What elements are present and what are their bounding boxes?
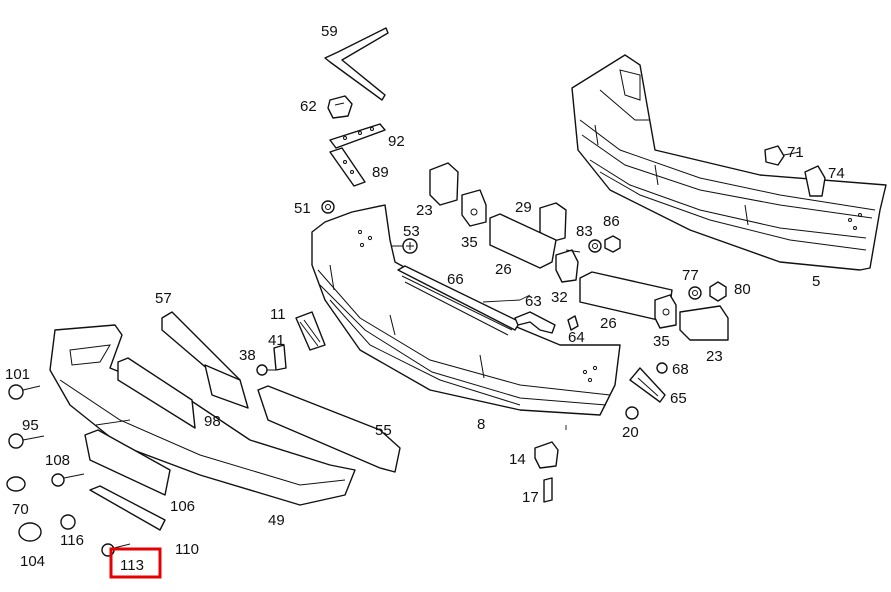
label-89: 89 — [372, 164, 389, 181]
impact-strip-part-57 — [161, 311, 249, 409]
bracket-part-63 — [514, 311, 556, 334]
label-110: 110 — [175, 541, 199, 558]
label-5: 5 — [812, 273, 820, 290]
bumper-cover-part-49 — [49, 324, 356, 506]
strip-part-89 — [329, 147, 366, 187]
label-95: 95 — [22, 417, 39, 434]
plug-part-70 — [6, 476, 26, 492]
label-55: 55 — [375, 422, 392, 439]
label-32: 32 — [551, 289, 568, 306]
label-59: 59 — [321, 23, 338, 40]
label-71: 71 — [787, 144, 804, 161]
label-23-top: 23 — [416, 202, 433, 219]
washer-part-68 — [656, 362, 668, 374]
label-26-top: 26 — [495, 261, 512, 278]
grille-insert-part-65 — [629, 367, 666, 403]
label-98: 98 — [204, 413, 221, 430]
bumper-block-part-23-top — [429, 162, 459, 206]
label-8: 8 — [477, 416, 485, 433]
leader-lines — [95, 294, 567, 430]
label-23-right: 23 — [706, 348, 723, 365]
label-26-right: 26 — [600, 315, 617, 332]
bracket-part-41 — [273, 344, 287, 371]
grille-part-11 — [295, 311, 326, 351]
label-51: 51 — [294, 200, 311, 217]
label-77: 77 — [682, 267, 699, 284]
license-plate-part-98 — [117, 357, 196, 429]
washer-part-83 — [588, 239, 602, 253]
label-74: 74 — [828, 165, 845, 182]
label-64: 64 — [568, 329, 585, 346]
bracket-part-32 — [555, 249, 581, 283]
label-70: 70 — [12, 501, 29, 518]
label-41: 41 — [268, 332, 285, 349]
label-11: 11 — [270, 306, 286, 323]
label-80: 80 — [734, 281, 751, 298]
label-17: 17 — [522, 489, 539, 506]
trim-part-106 — [84, 429, 171, 496]
label-62: 62 — [300, 98, 317, 115]
label-63: 63 — [525, 293, 542, 310]
part-labels: 59 62 92 89 51 23 35 29 83 86 53 26 32 6… — [5, 23, 845, 574]
clip-part-17 — [543, 477, 553, 503]
screw-part-101 — [8, 384, 41, 400]
screw-part-53 — [392, 238, 418, 254]
nut-part-51 — [321, 200, 335, 214]
bumper-block-part-23-right — [679, 305, 729, 341]
label-14: 14 — [509, 451, 526, 468]
label-92: 92 — [388, 133, 405, 150]
label-113: 113 — [120, 557, 144, 574]
label-83: 83 — [576, 223, 593, 240]
impact-strip-part-26-top — [489, 213, 557, 269]
plug-part-20 — [625, 406, 639, 420]
clip-part-62 — [327, 95, 353, 119]
label-68: 68 — [672, 361, 689, 378]
label-101: 101 — [5, 366, 30, 383]
clip-part-64 — [567, 315, 579, 331]
label-86: 86 — [603, 213, 620, 230]
rear-bumper-part-5 — [571, 54, 887, 271]
bracket-part-35-top — [461, 189, 487, 227]
impact-strip-part-55 — [257, 385, 401, 473]
bolt-part-71 — [764, 145, 801, 166]
label-106: 106 — [170, 498, 195, 515]
nut-part-86 — [604, 235, 621, 253]
screw-part-108 — [51, 473, 85, 487]
label-116: 116 — [60, 532, 84, 549]
label-38: 38 — [239, 347, 256, 364]
washer-part-77 — [688, 286, 702, 300]
label-35-top: 35 — [461, 234, 478, 251]
front-bumper-part-8 — [311, 204, 621, 416]
label-104: 104 — [20, 553, 45, 570]
bracket-part-92 — [329, 123, 386, 149]
nut-part-80 — [709, 281, 727, 302]
label-49: 49 — [268, 512, 285, 529]
label-35-right: 35 — [653, 333, 670, 350]
clip-part-104 — [18, 522, 42, 542]
label-108: 108 — [45, 452, 70, 469]
label-20: 20 — [622, 424, 639, 441]
label-57: 57 — [155, 290, 172, 307]
highlight-box-113 — [109, 547, 162, 579]
trim-strip-part-59 — [324, 27, 389, 101]
label-29: 29 — [515, 199, 532, 216]
bracket-part-35-right — [654, 294, 677, 329]
bolt-part-38 — [256, 364, 276, 376]
screw-part-95 — [8, 433, 45, 449]
strip-part-110 — [89, 485, 166, 531]
label-65: 65 — [670, 390, 687, 407]
label-66: 66 — [447, 271, 464, 288]
plug-part-116 — [60, 514, 76, 530]
bracket-part-74 — [804, 165, 826, 197]
bracket-part-14 — [534, 441, 559, 469]
label-53: 53 — [403, 223, 420, 240]
